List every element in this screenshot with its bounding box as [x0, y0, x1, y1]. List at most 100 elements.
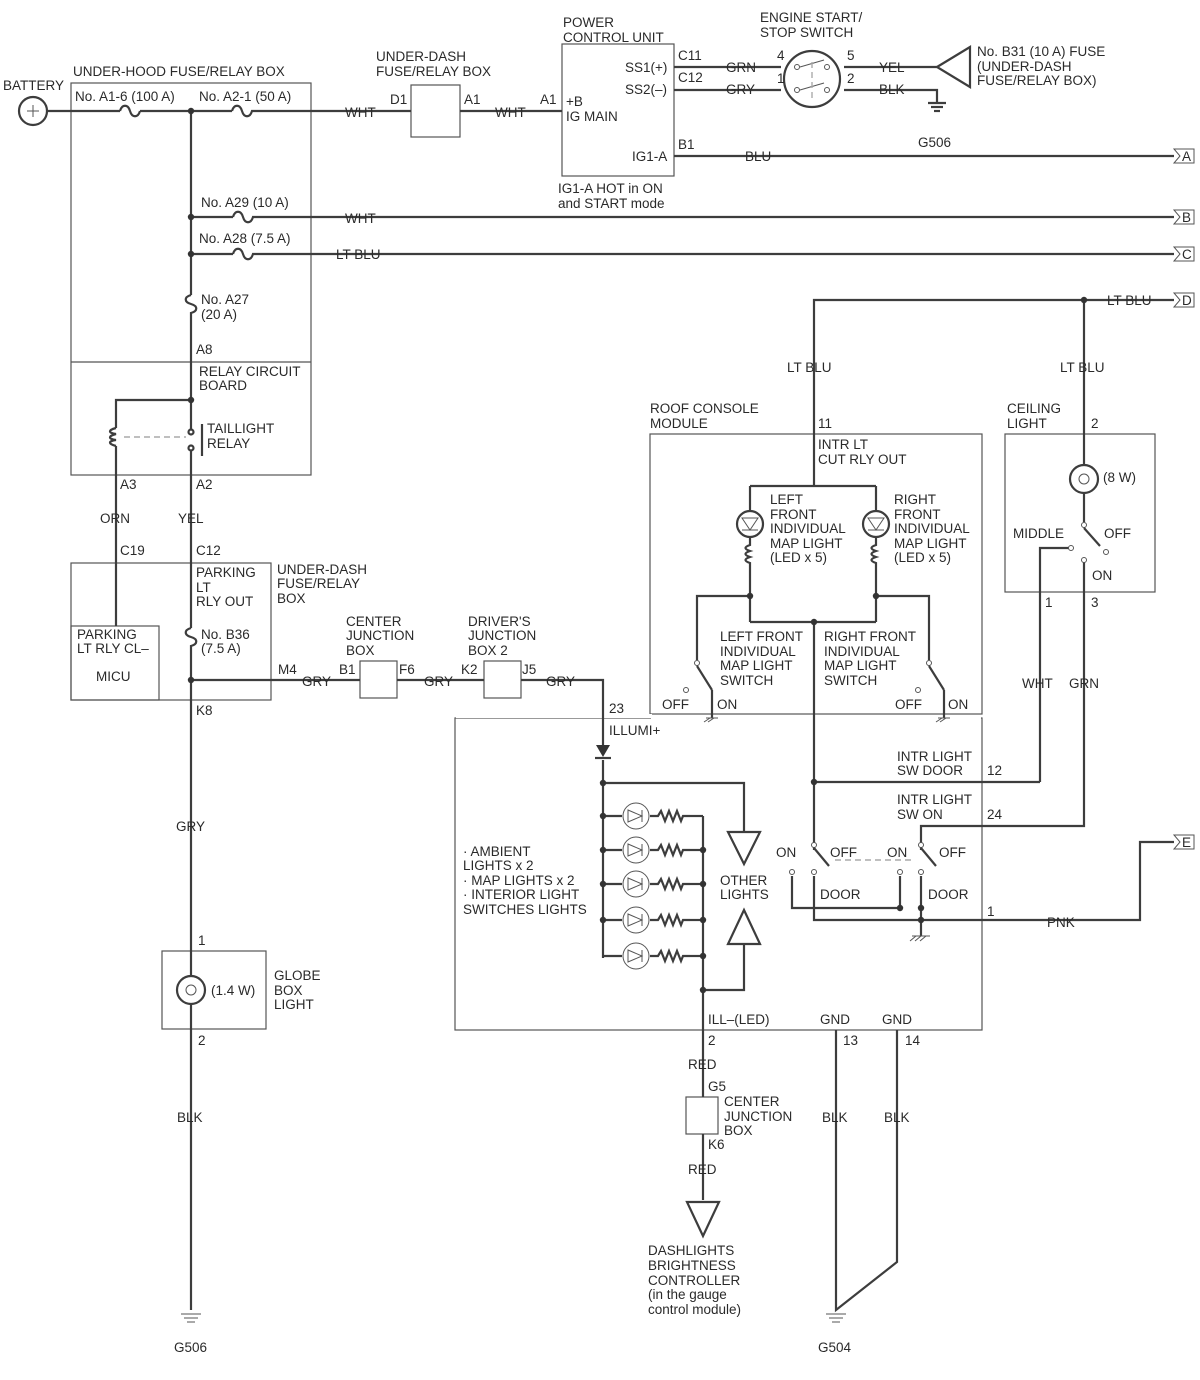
label-wire-ltblu1: LT BLU: [336, 247, 381, 262]
other-lights-symbols: [726, 830, 762, 946]
label-rfm-5: (LED x 5): [894, 550, 951, 565]
label-rfs-2: INDIVIDUAL: [824, 644, 900, 659]
label-wire-wht3: WHT: [345, 211, 376, 226]
label-pin-a1-pcu: A1: [540, 92, 557, 107]
label-dash-3: CONTROLLER: [648, 1273, 741, 1288]
label-pin-f6: F6: [399, 662, 415, 677]
label-pcu-note-2: and START mode: [558, 196, 665, 211]
label-wire-gry-f6: GRY: [424, 674, 453, 689]
label-globe-pin1: 1: [198, 933, 206, 948]
label-ess-2pin: 2: [847, 71, 855, 86]
label-ill-led: ILL–(LED): [708, 1012, 770, 1027]
illumi-diode: [595, 745, 611, 760]
label-wire-orn: ORN: [100, 511, 130, 526]
label-pin-j5: J5: [522, 662, 536, 677]
label-djb-2: JUNCTION: [468, 628, 536, 643]
right-map-light-icon: [861, 509, 891, 539]
label-parking-2: LT: [196, 580, 211, 595]
label-rfm-3: INDIVIDUAL: [894, 521, 970, 536]
label-wire-ltblu3: LT BLU: [1060, 360, 1105, 375]
label-ess-1pin: 1: [777, 71, 785, 86]
label-fuse-a27-1: No. A27: [201, 292, 249, 307]
label-rcm-1: ROOF CONSOLE: [650, 401, 759, 416]
label-wire-gry-v: GRY: [176, 819, 205, 834]
label-b31-2: (UNDER-DASH: [977, 59, 1072, 74]
label-b31-1: No. B31 (10 A) FUSE: [977, 44, 1105, 59]
label-other-1: OTHER: [720, 873, 768, 888]
label-ud-box2-3: BOX: [277, 591, 306, 606]
label-sw-off2: OFF: [939, 845, 966, 860]
label-wire-ltblu2: LT BLU: [787, 360, 832, 375]
globe-box-light-bulb: [175, 941, 207, 1029]
label-illumi: ILLUMI+: [609, 723, 661, 738]
label-ud-box-2: FUSE/RELAY BOX: [376, 64, 491, 79]
label-pin-c12: C12: [196, 543, 221, 558]
label-pin-b1: B1: [678, 137, 695, 152]
engine-start-stop-switch: [782, 49, 842, 109]
label-ceil-middle: MIDDLE: [1013, 526, 1064, 541]
label-pin-2-rcm: 2: [708, 1033, 716, 1048]
label-pcu-1: POWER: [563, 15, 614, 30]
label-ud-box2-1: UNDER-DASH: [277, 562, 367, 577]
label-ceil-pin1: 1: [1045, 595, 1053, 610]
label-on-r: ON: [948, 697, 968, 712]
label-wire-blu: BLU: [745, 149, 771, 164]
fuse-a27-icon: [184, 293, 198, 322]
b31-connector: [928, 45, 972, 113]
label-cjb-2: JUNCTION: [346, 628, 414, 643]
interior-light-switches: [789, 842, 937, 942]
label-sw-door1: DOOR: [820, 887, 861, 902]
label-g506-top: G506: [918, 135, 951, 150]
fuse-a28-icon: [231, 247, 263, 261]
label-wire-blk14: BLK: [884, 1110, 910, 1125]
taillight-relay: [108, 418, 204, 462]
label-micu-2: LT RLY CL–: [77, 641, 149, 656]
label-rcm-2: MODULE: [650, 416, 708, 431]
b31-triangle-icon: [934, 45, 972, 89]
label-amb-4: · INTERIOR LIGHT: [463, 887, 579, 902]
label-globe-pin2: 2: [198, 1033, 206, 1048]
label-ceil-pin3: 3: [1091, 595, 1099, 610]
label-wire-grn: GRN: [726, 60, 756, 75]
label-dash-4: (in the gauge: [648, 1287, 727, 1302]
label-wire-yel2: YEL: [178, 511, 204, 526]
label-gnd2: GND: [882, 1012, 912, 1027]
label-taillight-2: RELAY: [207, 436, 250, 451]
roof-console-module-upper: [649, 433, 983, 715]
label-on-l: ON: [717, 697, 737, 712]
label-wire-yel: YEL: [879, 60, 905, 75]
label-cjb2-1: CENTER: [724, 1094, 780, 1109]
wires: [48, 65, 1174, 1313]
battery-symbol: [17, 95, 49, 127]
label-intr-on-2: SW ON: [897, 807, 943, 822]
label-pin-b1-cjb: B1: [339, 662, 356, 677]
left-map-light-icon: [735, 509, 765, 539]
label-micu-3: MICU: [96, 669, 131, 684]
label-ess-4: 4: [777, 48, 785, 63]
label-pcu-ss1: SS1(+): [625, 60, 667, 75]
label-ceil-w: (8 W): [1103, 470, 1136, 485]
label-lfs-2: INDIVIDUAL: [720, 644, 796, 659]
label-sw-on1: ON: [776, 845, 796, 860]
label-pin-k2: K2: [461, 662, 478, 677]
label-ceil-1: CEILING: [1007, 401, 1061, 416]
label-djb-3: BOX 2: [468, 643, 508, 658]
label-pin-a3: A3: [120, 477, 137, 492]
junction-dots: [187, 107, 1088, 994]
label-conn-b: B: [1182, 210, 1191, 225]
label-intr-on-1: INTR LIGHT: [897, 792, 972, 807]
label-rfm-4: MAP LIGHT: [894, 536, 967, 551]
label-pcu-b: +B: [566, 94, 583, 109]
label-pin-a8: A8: [196, 342, 213, 357]
label-ess-1: ENGINE START/: [760, 10, 863, 25]
label-globe-w: (1.4 W): [211, 983, 255, 998]
label-fuse-a28: No. A28 (7.5 A): [199, 231, 291, 246]
label-gnd1: GND: [820, 1012, 850, 1027]
label-pin-c19: C19: [120, 543, 145, 558]
label-intr-door-1: INTR LIGHT: [897, 749, 972, 764]
center-junction-box-2: [685, 1096, 719, 1135]
label-fuse-a27-2: (20 A): [201, 307, 237, 322]
label-parking-3: RLY OUT: [196, 594, 253, 609]
label-lfm-1: LEFT: [770, 492, 803, 507]
led-array: [622, 802, 690, 970]
